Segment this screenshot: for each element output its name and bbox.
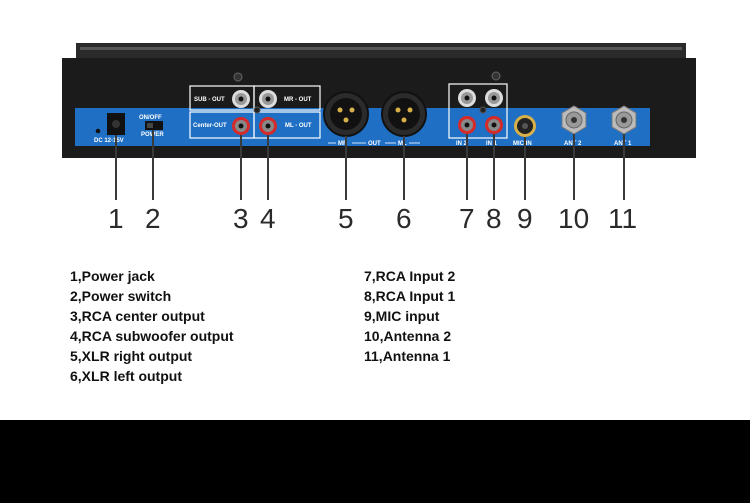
legend-item: 8,RCA Input 1	[364, 288, 456, 304]
rca-mr-out-icon	[259, 90, 277, 108]
power-switch-icon	[145, 121, 163, 130]
xlr-right-output-icon	[323, 91, 369, 137]
callout-2: 2	[145, 203, 161, 234]
callout-8: 8	[486, 203, 502, 234]
callout-3: 3	[233, 203, 249, 234]
callout-5: 5	[338, 203, 354, 234]
legend-item: 11,Antenna 1	[364, 348, 451, 364]
callout-lines	[115, 130, 625, 205]
legend-item: 2,Power switch	[70, 288, 172, 304]
mic-input-icon	[514, 115, 536, 137]
in2-label: IN 2	[456, 141, 468, 147]
chassis-top-rail	[76, 43, 686, 59]
rca-input2-white-icon	[458, 89, 476, 107]
ant2-label: ANT 2	[564, 141, 582, 147]
legend-item: 7,RCA Input 2	[364, 268, 456, 284]
callout-1: 1	[108, 203, 124, 234]
callout-11: 11	[608, 203, 638, 234]
rca-center-out-icon	[232, 117, 250, 135]
legend-left: 1,Power jack 2,Power switch 3,RCA center…	[70, 266, 234, 386]
legend-item: 4,RCA subwoofer output	[70, 328, 234, 344]
legend-right: 7,RCA Input 2 8,RCA Input 1 9,MIC input …	[364, 266, 455, 366]
xlr-mr-label: MR	[338, 141, 348, 147]
ant1-label: ANT 1	[614, 141, 632, 147]
callout-7: 7	[459, 203, 475, 234]
xlr-left-output-icon	[381, 91, 427, 137]
rca-input2-red-icon	[458, 116, 476, 134]
sub-out-label: SUB - OUT	[194, 97, 225, 103]
legend-item: 9,MIC input	[364, 308, 440, 324]
mic-in-label: MIC IN	[513, 141, 532, 147]
callout-4: 4	[260, 203, 276, 234]
antenna1-connector-icon	[611, 105, 637, 135]
input-box	[448, 83, 508, 139]
rear-panel-illustration: DC 12-15V ON/OFF POWER SUB - OUT MR - OU…	[62, 43, 696, 205]
mr-out-box	[253, 85, 321, 111]
dc-label: DC 12-15V	[94, 138, 124, 144]
callout-9: 9	[517, 203, 533, 234]
legend-item: 6,XLR left output	[70, 368, 182, 384]
antenna2-connector-icon	[561, 105, 587, 135]
device-rear-panel: DC 12-15V ON/OFF POWER SUB - OUT MR - OU…	[0, 0, 750, 205]
rca-input1-white-icon	[485, 89, 503, 107]
legend-item: 10,Antenna 2	[364, 328, 452, 344]
legend-item: 1,Power jack	[70, 268, 155, 284]
legend-item: 3,RCA center output	[70, 308, 205, 324]
chassis-highlight	[80, 47, 682, 50]
ml-out-box	[253, 111, 321, 139]
onoff-label: ON/OFF	[139, 115, 162, 121]
legend-item: 5,XLR right output	[70, 348, 193, 364]
callout-10: 10	[558, 203, 590, 234]
ml-out-label: ML - OUT	[285, 123, 312, 129]
rca-input1-red-icon	[485, 116, 503, 134]
xlr-ml-label: ML	[398, 141, 407, 147]
mr-out-label: MR - OUT	[284, 97, 312, 103]
bottom-black-bar	[0, 420, 750, 503]
callout-6: 6	[396, 203, 412, 234]
in1-label: IN 1	[486, 141, 498, 147]
center-out-label: Center-OUT	[193, 123, 227, 129]
xlr-out-label: OUT	[368, 141, 381, 147]
rca-ml-out-icon	[259, 117, 277, 135]
rca-sub-out-icon	[232, 90, 250, 108]
